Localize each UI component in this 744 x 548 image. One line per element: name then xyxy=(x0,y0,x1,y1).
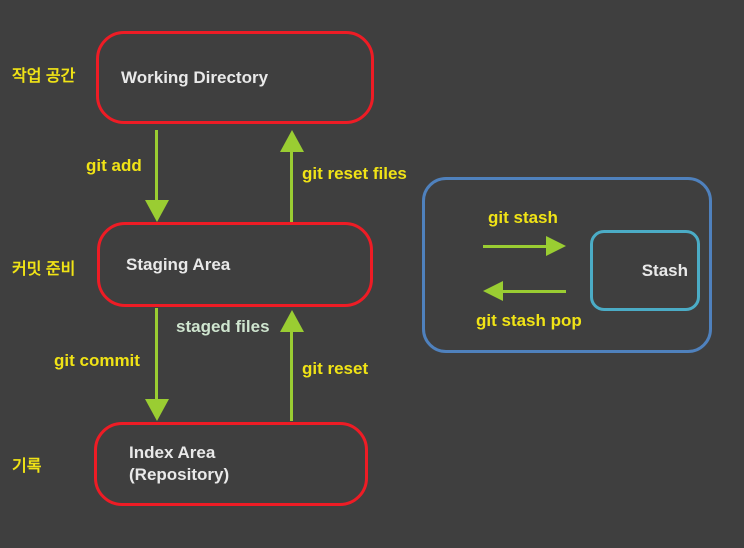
git-stash-pop-arrow xyxy=(483,281,566,301)
arrowhead-down-icon xyxy=(145,399,169,421)
git-commit-arrow xyxy=(145,308,169,421)
side-label-commit-ready: 커밋 준비 xyxy=(12,261,76,278)
git-reset-label: git reset xyxy=(302,359,369,378)
index-area-box: Index Area (Repository) xyxy=(94,422,368,506)
stash-box: Stash xyxy=(590,230,700,311)
git-commit-label: git commit xyxy=(54,351,140,370)
stash-label: Stash xyxy=(641,260,688,280)
git-add-arrow-line xyxy=(155,130,158,201)
git-add-label: git add xyxy=(86,156,142,175)
git-stash-pop-label: git stash pop xyxy=(476,311,582,330)
arrowhead-down-icon xyxy=(145,200,169,222)
git-reset-files-arrow xyxy=(280,130,304,222)
side-label-working-space: 작업 공간 xyxy=(12,68,76,85)
git-reset-arrow xyxy=(280,310,304,421)
git-reset-files-label: git reset files xyxy=(302,164,407,183)
git-reset-files-arrow-line xyxy=(290,151,293,222)
git-commit-arrow-line xyxy=(155,308,158,400)
staging-area-box: Staging Area xyxy=(97,222,373,307)
index-area-label: Index Area (Repository) xyxy=(129,443,230,484)
arrowhead-right-icon xyxy=(546,236,566,256)
git-add-arrow xyxy=(145,130,169,222)
git-stash-arrow-line xyxy=(483,245,546,248)
staging-area-label: Staging Area xyxy=(126,254,231,274)
arrowhead-left-icon xyxy=(483,281,503,301)
arrowhead-up-icon xyxy=(280,130,304,152)
git-reset-arrow-line xyxy=(290,331,293,421)
git-stash-pop-arrow-line xyxy=(503,290,566,293)
working-directory-label: Working Directory xyxy=(121,67,269,87)
arrowhead-up-icon xyxy=(280,310,304,332)
git-stash-label: git stash xyxy=(488,208,558,227)
side-label-history: 기록 xyxy=(12,458,42,475)
staged-files-label: staged files xyxy=(176,317,270,336)
git-stash-arrow xyxy=(483,236,566,256)
working-directory-box: Working Directory xyxy=(96,31,374,124)
stash-group-box xyxy=(422,177,712,353)
